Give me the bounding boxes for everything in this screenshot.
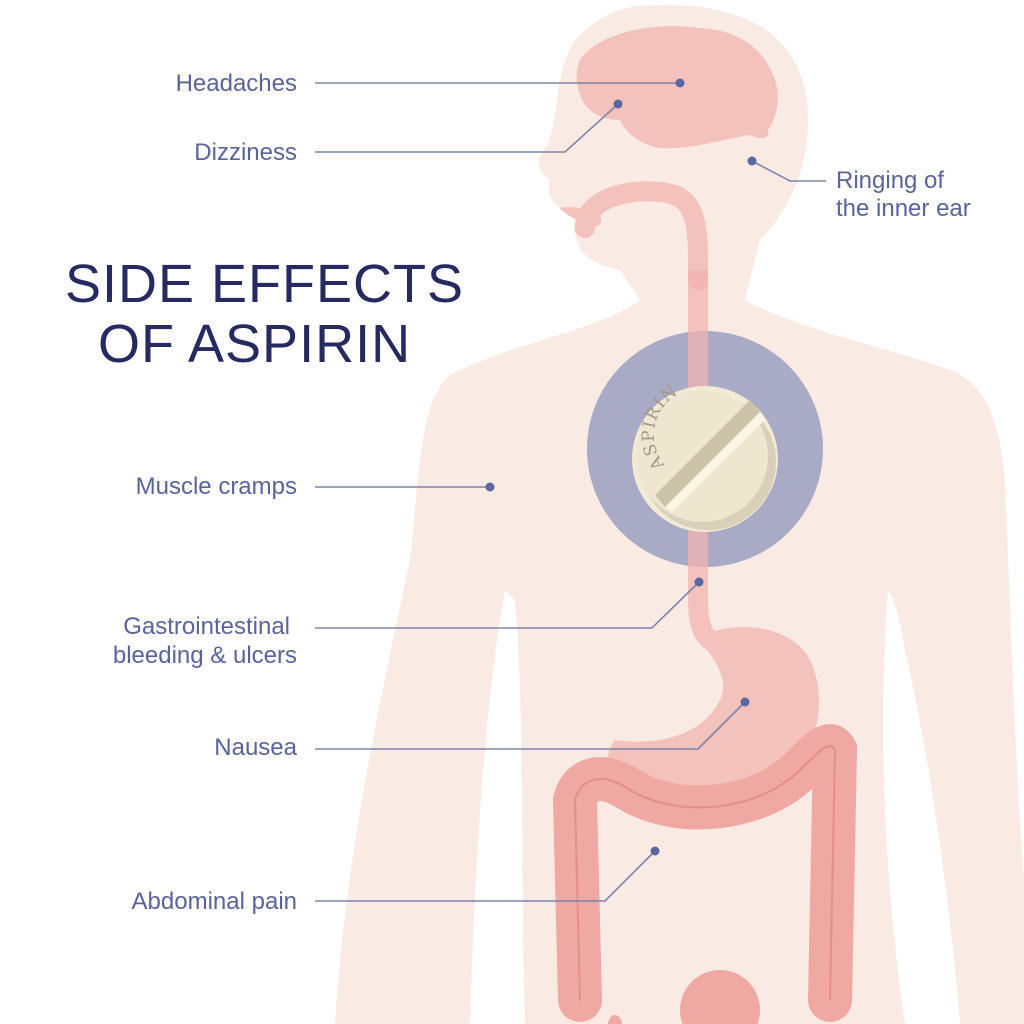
label-abdominal-pain: Abdominal pain bbox=[132, 888, 297, 915]
title-line-1: SIDE EFFECTS bbox=[65, 254, 464, 314]
label-nausea: Nausea bbox=[214, 734, 297, 761]
title-line-2: OF ASPIRIN bbox=[98, 314, 411, 374]
stomach bbox=[608, 626, 819, 809]
throat bbox=[575, 181, 709, 290]
label-ringing-line-2: the inner ear bbox=[836, 195, 971, 222]
leader-lines bbox=[315, 78, 826, 902]
label-ringing-line-1: Ringing of bbox=[836, 167, 944, 194]
label-headaches: Headaches bbox=[176, 70, 297, 97]
brain bbox=[576, 26, 778, 149]
large-intestine bbox=[552, 724, 858, 1024]
label-gi-line-2: bleeding & ulcers bbox=[113, 642, 297, 669]
aspirin-pill-icon: ASPIRIN bbox=[632, 381, 778, 532]
label-muscle-cramps: Muscle cramps bbox=[136, 473, 297, 500]
tongue bbox=[560, 207, 602, 227]
label-gi-line-1: Gastrointestinal bbox=[123, 613, 290, 640]
label-dizziness: Dizziness bbox=[194, 139, 297, 166]
